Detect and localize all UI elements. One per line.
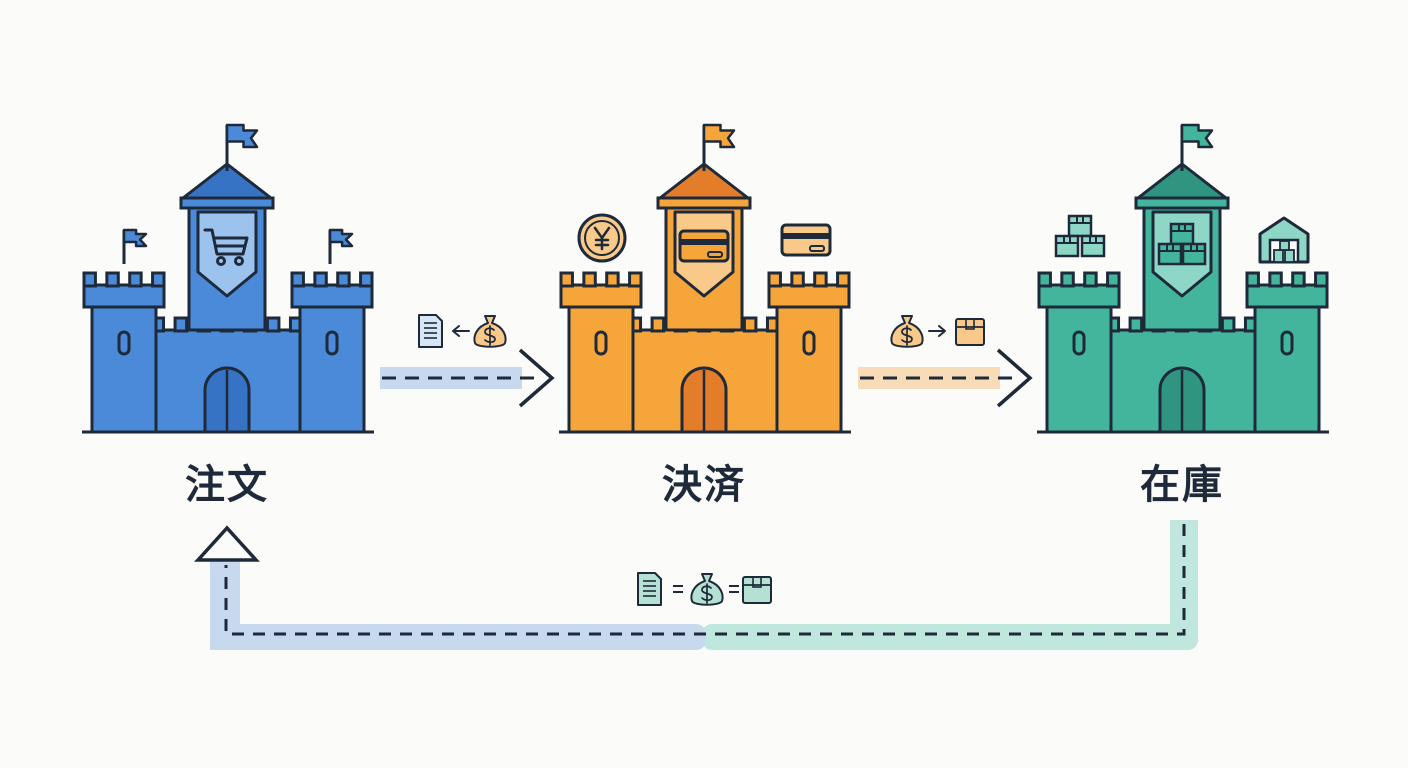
equals-icon [729,585,739,593]
side-tower [567,303,635,434]
keep-roof [181,162,273,200]
yen-coin-icon [577,213,627,263]
loop-band-bottom-teal [702,624,1198,650]
window [117,330,131,356]
right-arrow-icon [928,325,946,337]
left-arrow-icon [452,325,470,337]
arrow-inventory-to-order [194,520,1198,650]
keep-roof [658,162,750,200]
window [1072,330,1086,356]
side-tower [90,303,158,434]
castle-order [82,123,374,434]
loop-band-bottom-blue [210,624,706,650]
castle-label-payment: 決済 [662,462,746,508]
window [325,330,339,356]
tower-cap [1245,283,1329,309]
icons-payment-to-inventory [890,315,985,348]
warehouse-icon [1258,216,1310,264]
money-bag-icon [690,573,724,606]
side-tower [1253,303,1321,434]
keep-roof [1136,162,1228,200]
icons-order-to-payment [418,314,507,348]
document-icon [637,572,662,606]
credit-card-icon [678,229,730,263]
boxes-icon [1157,222,1207,266]
window [594,330,608,356]
loop-arrow-head [194,525,260,562]
side-tower [1045,303,1113,434]
side-tower [775,303,843,434]
castle-label-inventory: 在庫 [1140,462,1224,508]
arrow-head [996,348,1033,408]
boxes-stack-icon [1054,214,1106,258]
castle-inventory [1037,123,1329,434]
equals-icon [673,585,683,593]
window [1280,330,1294,356]
tower-cap [559,283,643,309]
tower-cap [82,283,166,309]
shopping-cart-icon [203,228,249,266]
money-bag-icon [890,315,924,348]
document-icon [418,314,443,348]
credit-card-icon [780,223,832,257]
arrow-head [518,348,555,408]
tower-cap [767,283,851,309]
icons-inventory-to-order [637,572,772,606]
window [802,330,816,356]
tower-cap [290,283,374,309]
loop-band-right [1170,520,1198,640]
castle-label-order: 注文 [185,462,269,508]
package-icon [955,318,985,346]
tower-cap [1037,283,1121,309]
package-icon [742,576,772,604]
side-tower [298,303,366,434]
arrow-order-to-payment [380,348,555,408]
arrow-payment-to-inventory [858,348,1033,408]
loop-dashes [224,524,1186,636]
castle-payment [559,123,851,434]
money-bag-icon [473,315,507,348]
